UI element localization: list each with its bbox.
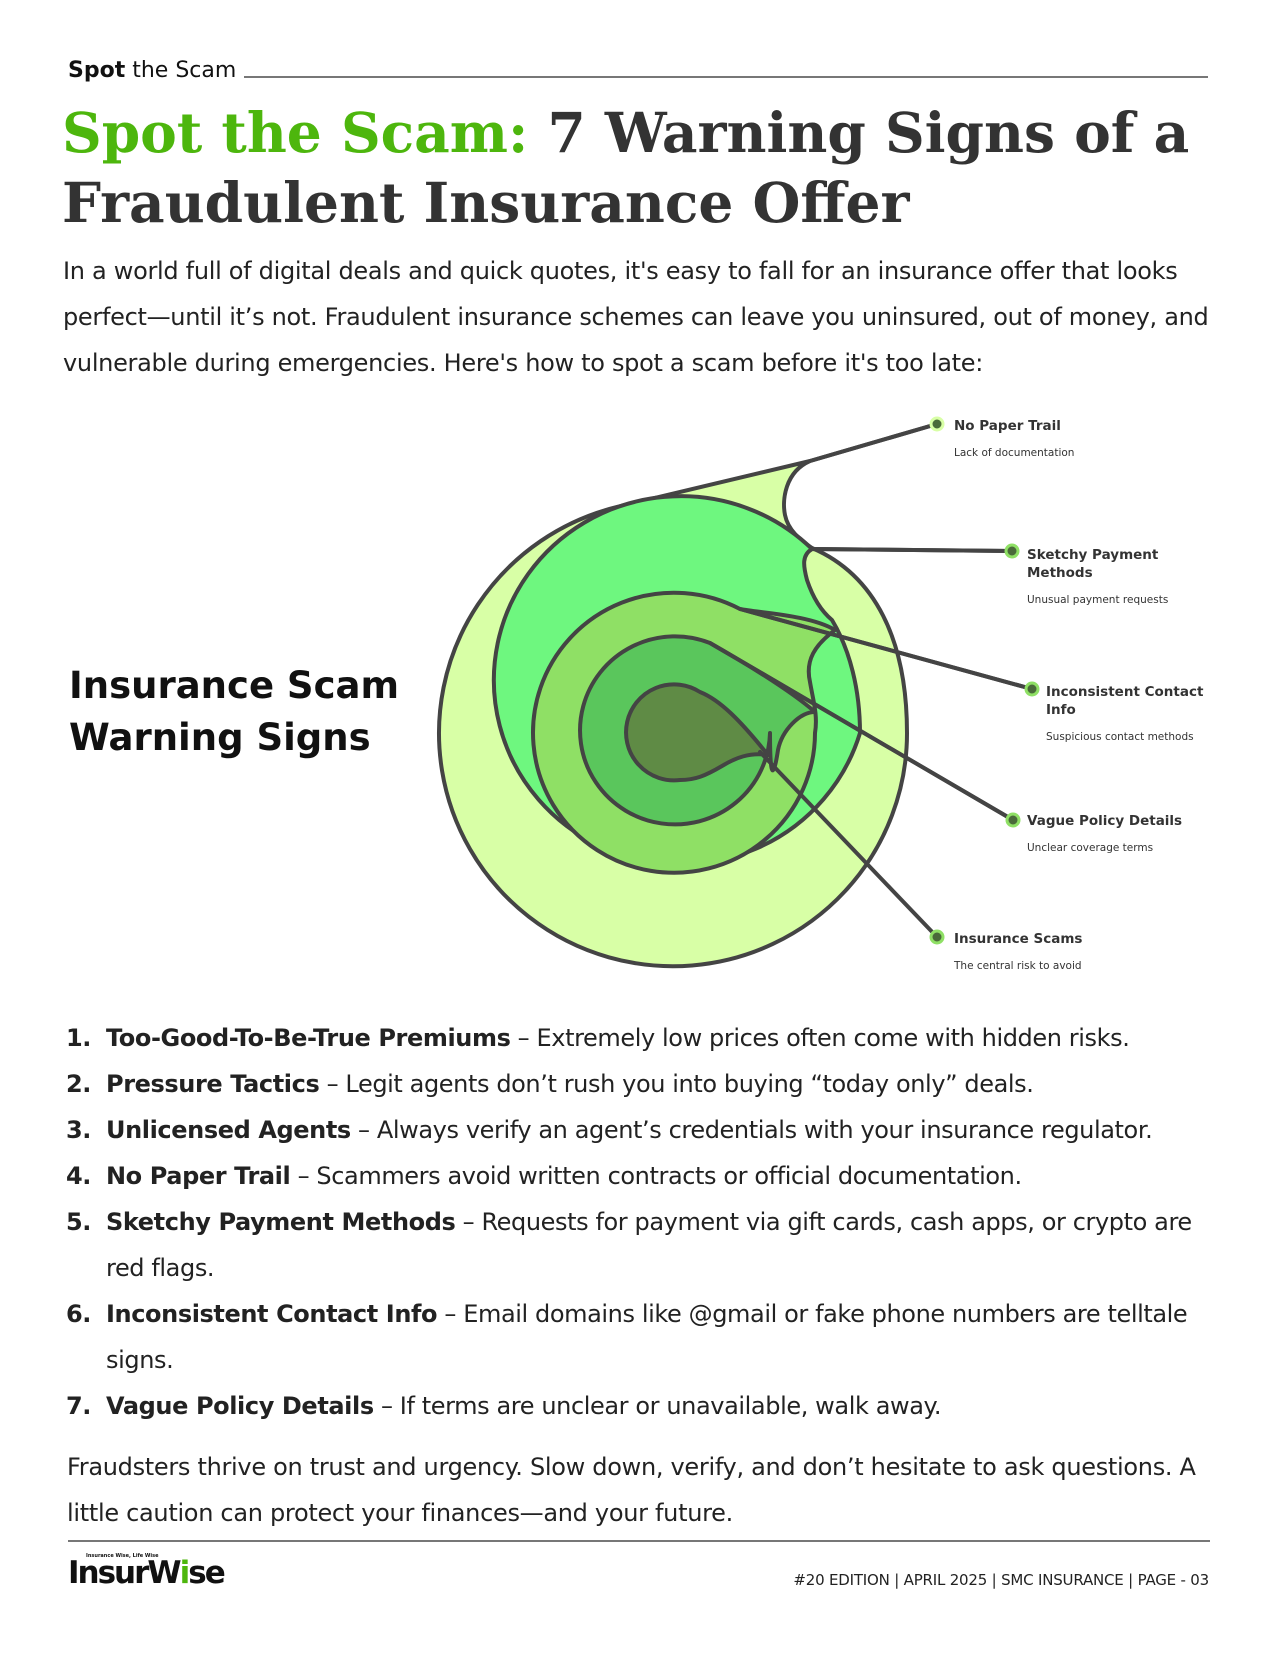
connector-insurance-scams <box>758 750 939 939</box>
list-item: 3. Unlicensed Agents – Always verify an a… <box>66 1107 1216 1153</box>
page-title: Spot the Scam: 7 Warning Signs of a Frau… <box>62 98 1212 238</box>
label-title-insurance-scams: Insurance Scams <box>954 931 1082 947</box>
list-item: 5. Sketchy Payment Methods – Requests for… <box>66 1199 1216 1291</box>
title-accent: Spot the Scam: <box>62 100 529 165</box>
footer-meta: #20 EDITION | APRIL 2025 | SMC INSURANCE… <box>793 1571 1209 1589</box>
running-header-text: Spot the Scam <box>68 58 236 83</box>
list-item-number: 7. <box>66 1392 92 1420</box>
label-title-sketchy-payment: Sketchy Payment <box>1027 547 1159 563</box>
dot-insurance-scams <box>929 929 945 945</box>
label-desc-inconsistent-contact: Suspicious contact methods <box>1046 731 1194 743</box>
intro-paragraph: In a world full of digital deals and qui… <box>63 257 1209 377</box>
label-title-no-paper-trail: No Paper Trail <box>954 418 1061 434</box>
list-item: 7. Vague Policy Details – If terms are un… <box>66 1383 1216 1429</box>
connector-no-paper-trail <box>808 422 939 463</box>
list-item: 2. Pressure Tactics – Legit agents don’t … <box>66 1061 1216 1107</box>
list-item-text: – Email domains like @gmail or fake phon… <box>106 1300 1188 1374</box>
list-item-number: 6. <box>66 1300 92 1328</box>
list-item-text: – Requests for payment via gift cards, c… <box>106 1208 1192 1282</box>
list-item-number: 4. <box>66 1162 92 1190</box>
dot-inconsistent-contact <box>1024 681 1040 697</box>
diagram-heading-line2: Warning Signs <box>69 716 371 759</box>
diagram-heading-line1: Insurance Scam <box>69 664 400 707</box>
connector-inconsistent-contact <box>738 607 1034 691</box>
logo-text-part2: W <box>147 1555 181 1591</box>
dot-vague-policy <box>1005 812 1021 828</box>
header-rule <box>244 75 1208 78</box>
list-item-term: Sketchy Payment Methods <box>106 1208 456 1236</box>
list-item: 6. Inconsistent Contact Info – Email doma… <box>66 1291 1216 1383</box>
list-item-text: – Always verify an agent’s credentials w… <box>350 1116 1153 1144</box>
running-header-bold: Spot <box>68 58 126 83</box>
label-title2-inconsistent-contact: Info <box>1046 702 1076 718</box>
list-item-number: 5. <box>66 1208 92 1236</box>
label-title-inconsistent-contact: Inconsistent Contact <box>1046 684 1204 700</box>
diagram-labels: No Paper Trail Lack of documentation Ske… <box>953 418 1204 972</box>
list-item-text: – If terms are unclear or unavailable, w… <box>373 1392 942 1420</box>
list-item-term: Pressure Tactics <box>106 1070 320 1098</box>
list-item-term: No Paper Trail <box>106 1162 291 1190</box>
running-header: Spot the Scam <box>68 58 1208 83</box>
label-desc-vague-policy: Unclear coverage terms <box>1027 842 1153 854</box>
warning-signs-list: 1. Too-Good-To-Be-True Premiums – Extreme… <box>66 1015 1216 1429</box>
list-item-text: – Legit agents don’t rush you into buyin… <box>319 1070 1034 1098</box>
closing-paragraph: Fraudsters thrive on trust and urgency. … <box>67 1453 1196 1527</box>
list-item-number: 2. <box>66 1070 92 1098</box>
logo-tagline: Insurance Wise, Life Wise <box>86 1553 159 1559</box>
list-item-text: – Scammers avoid written contracts or of… <box>290 1162 1023 1190</box>
list-item: 1. Too-Good-To-Be-True Premiums – Extreme… <box>66 1015 1216 1061</box>
label-desc-no-paper-trail: Lack of documentation <box>954 447 1074 459</box>
layer-insurance-scams-core <box>624 682 770 783</box>
connector-vague-policy <box>708 641 1015 822</box>
dot-sketchy-payment <box>1004 543 1020 559</box>
list-item-term: Vague Policy Details <box>106 1392 374 1420</box>
list-item-number: 3. <box>66 1116 92 1144</box>
list-item-term: Too-Good-To-Be-True Premiums <box>106 1024 511 1052</box>
logo-text-part1: Insur <box>68 1555 149 1591</box>
connector-sketchy-payment <box>810 547 1014 553</box>
warning-signs-diagram: No Paper Trail Lack of documentation Ske… <box>437 416 1204 972</box>
list-item-number: 1. <box>66 1024 92 1052</box>
label-dots <box>929 416 1040 945</box>
logo-text-part4: se <box>188 1555 226 1591</box>
label-desc-insurance-scams: The central risk to avoid <box>953 960 1082 972</box>
dot-no-paper-trail <box>929 416 945 432</box>
label-title2-sketchy-payment: Methods <box>1027 565 1093 581</box>
running-header-rest: the Scam <box>125 58 237 83</box>
list-item-term: Inconsistent Contact Info <box>106 1300 438 1328</box>
title-rest: 7 Warning Signs of a Fraudulent Insuranc… <box>62 100 1190 235</box>
list-item-term: Unlicensed Agents <box>106 1116 351 1144</box>
list-item: 4. No Paper Trail – Scammers avoid writte… <box>66 1153 1216 1199</box>
label-title-vague-policy: Vague Policy Details <box>1027 813 1182 829</box>
footer-rule <box>68 1540 1210 1542</box>
logo-text-part3: i <box>179 1555 191 1591</box>
list-item-text: – Extremely low prices often come with h… <box>510 1024 1130 1052</box>
label-desc-sketchy-payment: Unusual payment requests <box>1027 594 1168 606</box>
